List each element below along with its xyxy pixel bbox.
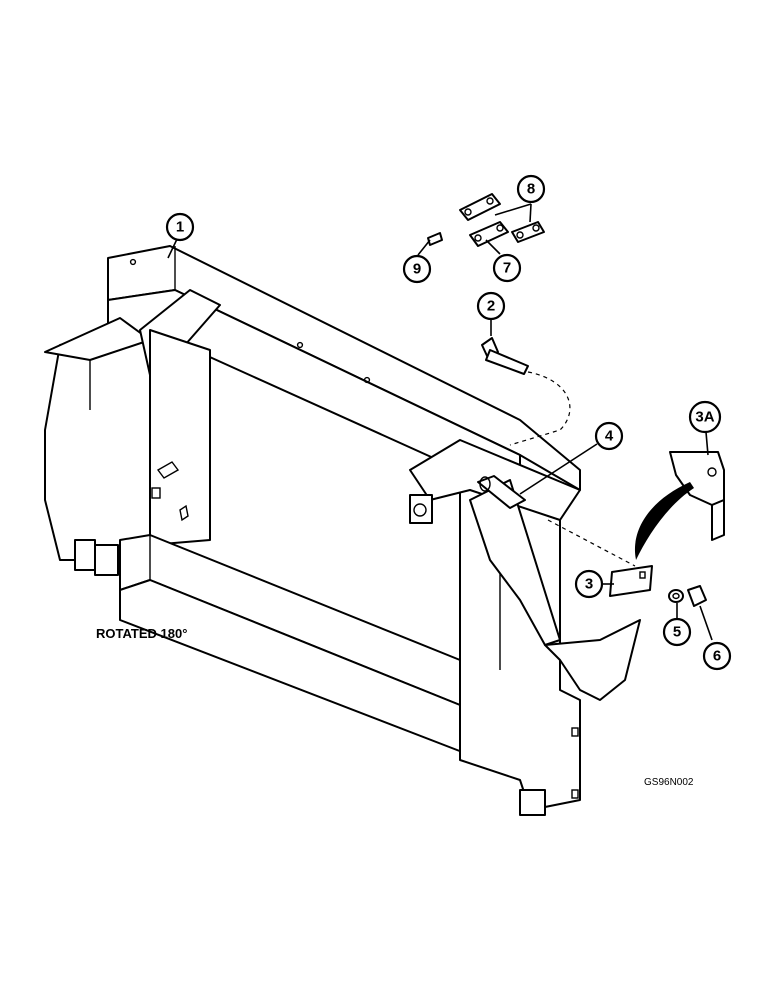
svg-text:1: 1 bbox=[176, 219, 184, 236]
svg-text:2: 2 bbox=[487, 298, 495, 315]
svg-text:9: 9 bbox=[413, 261, 421, 278]
svg-text:8: 8 bbox=[527, 181, 535, 198]
chain-link-parts bbox=[427, 193, 545, 247]
callout-6: 6 bbox=[702, 641, 732, 671]
callout-7: 7 bbox=[492, 253, 522, 283]
svg-text:6: 6 bbox=[713, 648, 721, 665]
plate-part bbox=[609, 565, 653, 597]
plate-dashed-leader bbox=[547, 519, 636, 567]
callout-3a: 3A bbox=[688, 400, 722, 434]
frame-assembly bbox=[44, 245, 641, 816]
rotated-label: ROTATED 180° bbox=[96, 626, 187, 641]
svg-text:3: 3 bbox=[585, 576, 593, 593]
callout-5: 5 bbox=[662, 617, 692, 647]
svg-text:3A: 3A bbox=[695, 409, 714, 426]
callout-9: 9 bbox=[402, 254, 432, 284]
alternate-plate-3a bbox=[669, 451, 725, 541]
svg-text:7: 7 bbox=[503, 260, 511, 277]
transition-swoosh bbox=[634, 482, 694, 560]
pin-part bbox=[477, 475, 526, 509]
bolt-part bbox=[481, 337, 529, 375]
callout-4: 4 bbox=[594, 421, 624, 451]
washer-part bbox=[668, 589, 684, 603]
leader-lines bbox=[167, 203, 713, 641]
nut-part bbox=[687, 585, 707, 607]
callout-2: 2 bbox=[476, 291, 506, 321]
callout-3: 3 bbox=[574, 569, 604, 599]
bolt-dashed-leader bbox=[509, 371, 571, 446]
callout-1: 1 bbox=[165, 212, 195, 242]
svg-text:4: 4 bbox=[605, 428, 614, 445]
figure-code: GS96N002 bbox=[644, 777, 694, 788]
svg-text:5: 5 bbox=[673, 624, 681, 641]
callout-8: 8 bbox=[516, 174, 546, 204]
